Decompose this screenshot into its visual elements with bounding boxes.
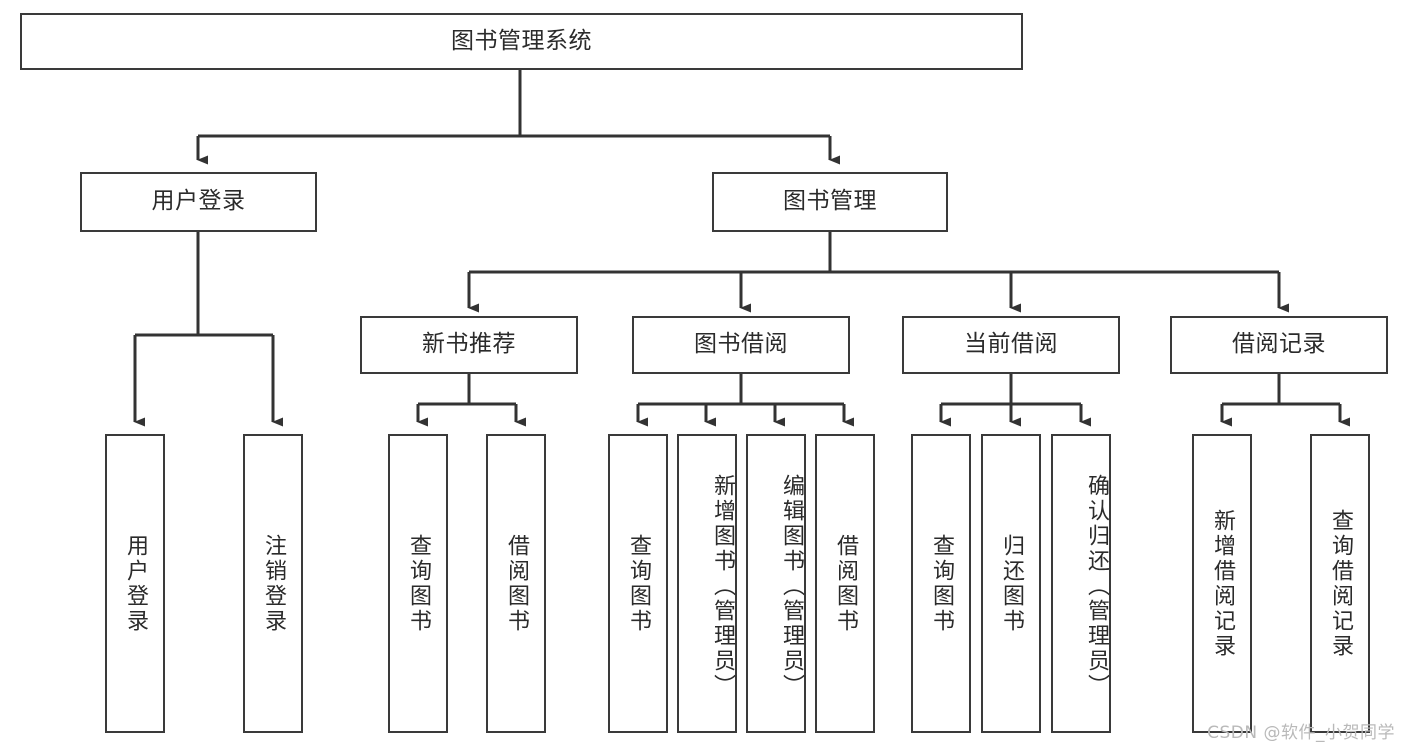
- node-label: 新增借阅记录: [1209, 508, 1235, 659]
- node-leaf-add-borrow-record[interactable]: 新增借阅记录: [1192, 434, 1252, 733]
- node-user-login[interactable]: 用户登录: [80, 172, 317, 232]
- node-label: 新增图书（管理员）: [710, 474, 735, 699]
- node-leaf-user-login[interactable]: 用户登录: [105, 434, 165, 733]
- node-label: 图书管理: [783, 188, 877, 215]
- node-label: 用户登录: [151, 188, 246, 215]
- node-leaf-return-book[interactable]: 归还图书: [981, 434, 1041, 733]
- node-label: 当前借阅: [964, 331, 1058, 358]
- node-leaf-borrow-book[interactable]: 借阅图书: [815, 434, 875, 733]
- node-label: 图书借阅: [694, 331, 788, 358]
- node-label: 注销登录: [260, 533, 286, 634]
- node-new-book-recommend[interactable]: 新书推荐: [360, 316, 578, 374]
- node-label: 查询借阅记录: [1327, 508, 1353, 659]
- node-book-borrow[interactable]: 图书借阅: [632, 316, 850, 374]
- node-leaf-query-borrow-record[interactable]: 查询借阅记录: [1310, 434, 1370, 733]
- node-borrow-record[interactable]: 借阅记录: [1170, 316, 1388, 374]
- node-book-management[interactable]: 图书管理: [712, 172, 948, 232]
- node-label: 确认归还（管理员）: [1084, 474, 1109, 699]
- node-label: 查询图书: [405, 533, 431, 634]
- node-label: 借阅图书: [832, 533, 858, 634]
- node-leaf-logout[interactable]: 注销登录: [243, 434, 303, 733]
- node-label: 新书推荐: [422, 331, 516, 358]
- node-label: 借阅记录: [1232, 331, 1326, 358]
- node-label: 用户登录: [122, 533, 148, 634]
- node-leaf-edit-book-admin[interactable]: 编辑图书（管理员）: [746, 434, 806, 733]
- node-label: 查询图书: [625, 533, 651, 634]
- node-current-borrow[interactable]: 当前借阅: [902, 316, 1120, 374]
- node-leaf-query-book-current[interactable]: 查询图书: [911, 434, 971, 733]
- node-label: 借阅图书: [503, 533, 529, 634]
- node-label: 编辑图书（管理员）: [779, 474, 804, 699]
- node-label: 归还图书: [998, 533, 1024, 634]
- node-leaf-query-book-borrow[interactable]: 查询图书: [608, 434, 668, 733]
- node-label: 图书管理系统: [451, 27, 592, 54]
- node-leaf-confirm-return-admin[interactable]: 确认归还（管理员）: [1051, 434, 1111, 733]
- node-label: 查询图书: [928, 533, 954, 634]
- node-leaf-add-book-admin[interactable]: 新增图书（管理员）: [677, 434, 737, 733]
- node-root-system[interactable]: 图书管理系统: [20, 13, 1023, 70]
- node-leaf-borrow-book-recommend[interactable]: 借阅图书: [486, 434, 546, 733]
- node-leaf-query-book-recommend[interactable]: 查询图书: [388, 434, 448, 733]
